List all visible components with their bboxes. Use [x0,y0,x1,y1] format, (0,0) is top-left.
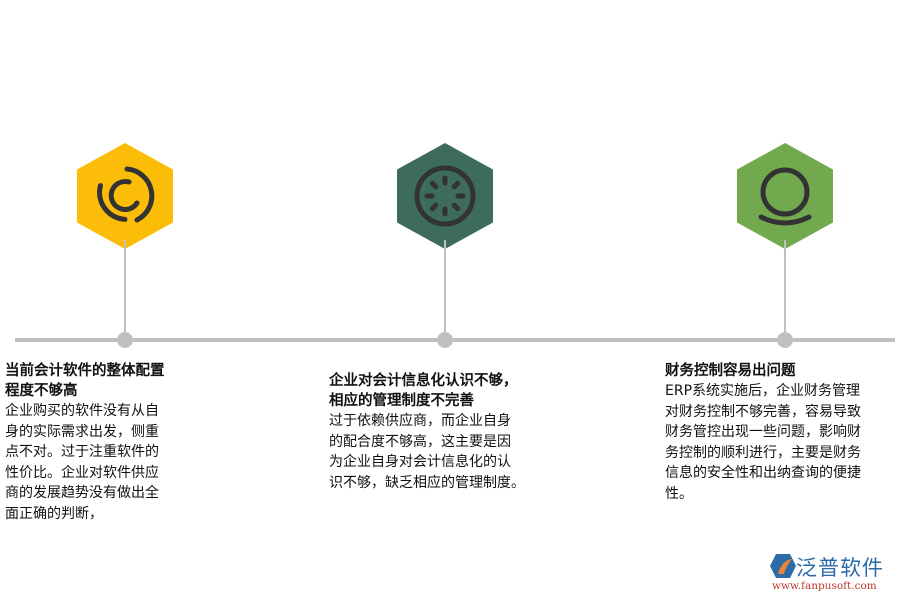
connector-line-1 [124,240,126,338]
body-line: 商的发展趋势没有做出全 [5,485,159,501]
circle-base-icon [737,143,833,249]
body-line: 务控制的顺利进行，主要是财务 [665,444,861,461]
body-line: 企业购买的软件没有从自 [5,403,159,419]
body-line: 性。 [665,485,693,502]
title-line: 程度不够高 [5,383,78,399]
body-line: 过于依赖供应商，而企业自身 [329,413,511,429]
item-title: 企业对会计信息化认识不够， 相应的管理制度不完善 [329,371,564,411]
timeline-item-3: 财务控制容易出问题 ERP系统实施后，企业财务管理 对财务控制不够完善，容易导致… [665,361,900,504]
hexagon-badge-3 [737,143,833,249]
body-line: 信息的安全性和出纳查询的便捷 [665,465,861,481]
body-line: 点不对。过于注重软件的 [5,444,159,460]
title-line: 相应的管理制度不完善 [329,393,474,409]
item-body: 过于依赖供应商，而企业自身 的配合度不够高，这主要是因 为企业自身对会计信息化的… [329,411,564,493]
hexagon-badge-2 [397,143,493,249]
logo-mark-icon [770,554,796,578]
body-line: 面正确的判断， [5,505,103,522]
body-line: 性价比。企业对软件供应 [5,464,159,481]
item-body: 企业购买的软件没有从自 身的实际需求出发，侧重 点不对。过于注重软件的 性价比。… [5,401,200,524]
body-line: ERP系统实施后，企业财务管理 [665,383,861,399]
logo-brand-text: 泛普软件 [796,556,884,580]
body-line: 识不够，缺乏相应的管理制度。 [329,474,525,491]
body-line: 身的实际需求出发，侧重 [5,423,159,440]
connector-line-3 [784,240,786,338]
loading-spinner-icon [397,143,493,249]
timeline-item-2: 企业对会计信息化认识不够， 相应的管理制度不完善 过于依赖供应商，而企业自身 的… [329,371,564,493]
item-title: 财务控制容易出问题 [665,361,900,381]
ring-arcs-icon [77,143,173,249]
body-line: 的配合度不够高，这主要是因 [329,433,511,450]
body-line: 财务管控出现一些问题，影响财 [665,424,861,440]
fanpusoft-logo: 泛普软件 www.fanpusoft.com [768,550,898,595]
title-line: 当前会计软件的整体配置 [5,363,165,379]
timeline-dot-3 [777,332,793,348]
timeline-dot-2 [437,332,453,348]
logo-url-text: www.fanpusoft.com [772,580,877,592]
title-line: 财务控制容易出问题 [665,363,796,379]
item-body: ERP系统实施后，企业财务管理 对财务控制不够完善，容易导致 财务管控出现一些问… [665,381,900,504]
timeline-item-1: 当前会计软件的整体配置 程度不够高 企业购买的软件没有从自 身的实际需求出发，侧… [5,361,200,524]
hexagon-badge-1 [77,143,173,249]
item-title: 当前会计软件的整体配置 程度不够高 [5,361,200,401]
body-line: 为企业自身对会计信息化的认 [329,454,511,470]
title-line: 企业对会计信息化认识不够， [329,373,518,389]
body-line: 对财务控制不够完善，容易导致 [665,403,861,420]
timeline-axis [15,338,895,342]
timeline-dot-1 [117,332,133,348]
connector-line-2 [444,240,446,338]
